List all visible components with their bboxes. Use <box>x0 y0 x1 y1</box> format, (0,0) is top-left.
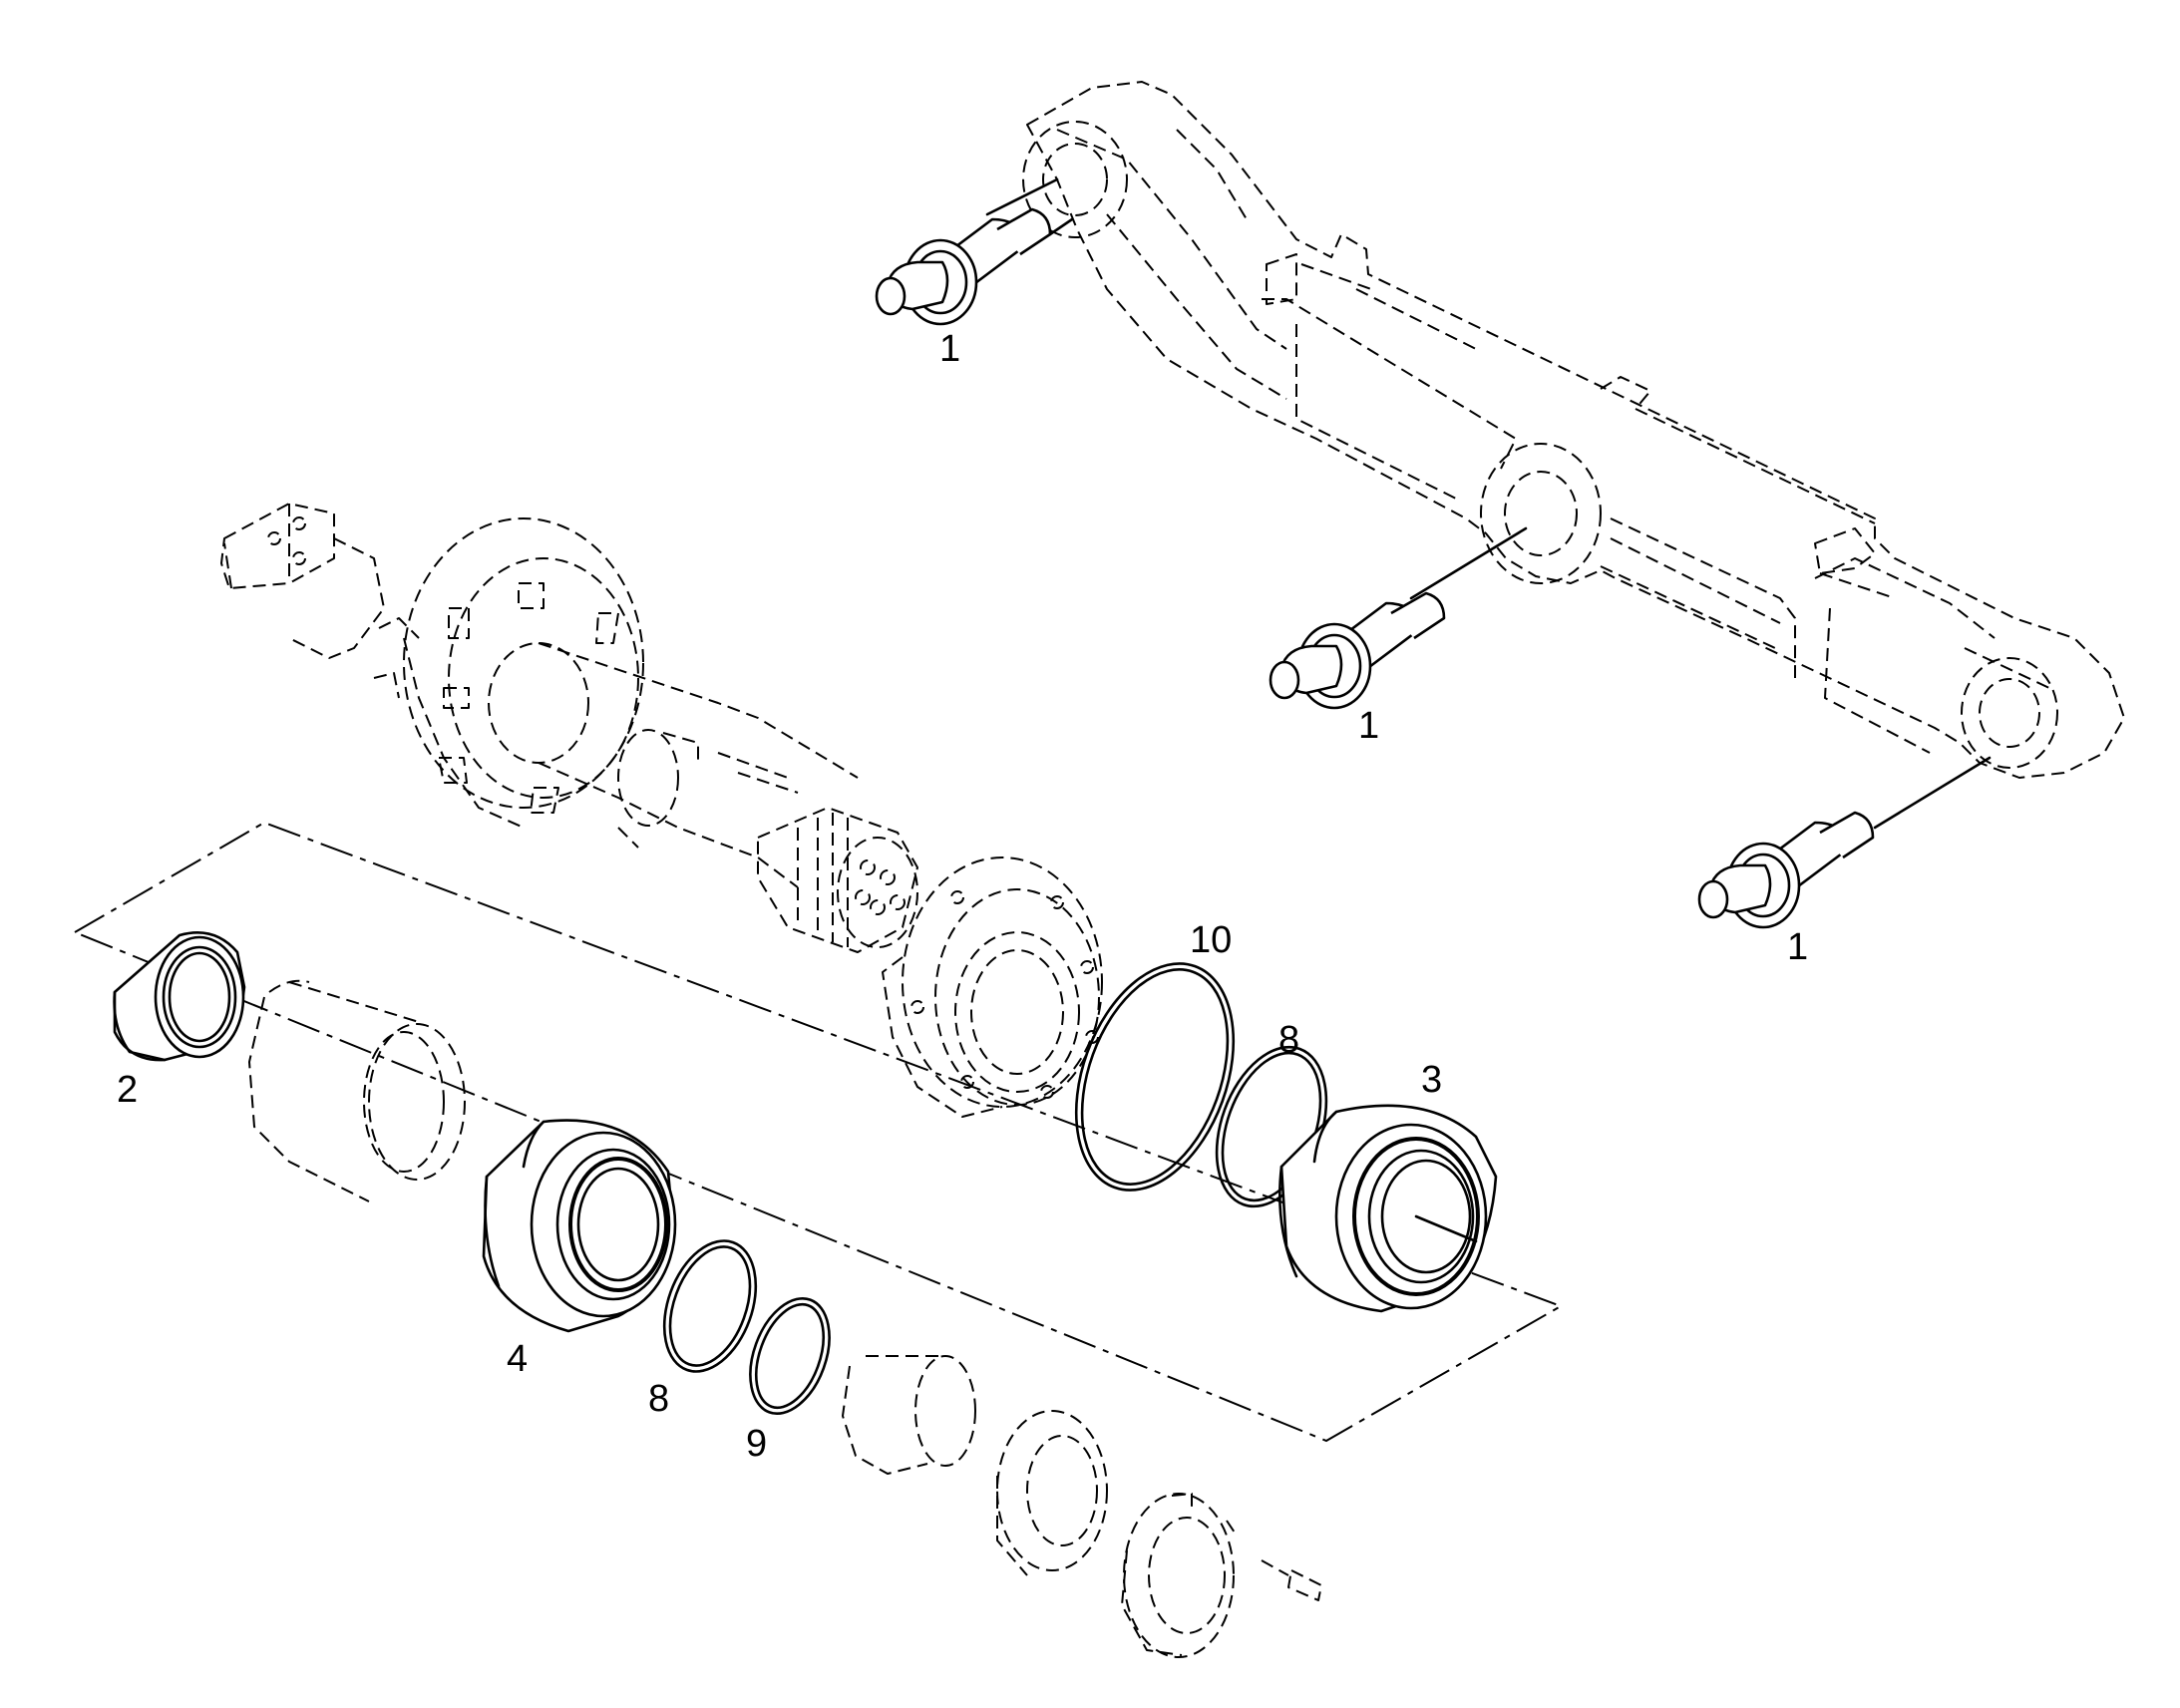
callout-1-bottom: 1 <box>1787 926 1808 968</box>
seal-ring-2 <box>113 931 246 1062</box>
callout-9: 9 <box>746 1423 767 1465</box>
bushing-bottom <box>1697 811 1875 929</box>
bushing-top <box>875 207 1074 326</box>
assembly-boundary-line <box>74 821 1564 1443</box>
thrust-washer-outline <box>996 1410 1108 1576</box>
bearing-3 <box>1278 1104 1498 1313</box>
leader-middle <box>1409 526 1528 600</box>
callout-4: 4 <box>507 1338 528 1380</box>
callout-1-middle: 1 <box>1358 705 1379 747</box>
spindle-assembly-outline <box>220 503 918 953</box>
o-ring-9-inner <box>754 1302 826 1410</box>
set-screw-outline <box>1261 1559 1322 1601</box>
callout-8-upper: 8 <box>1278 1019 1299 1061</box>
carrier-plate-outline <box>882 856 1103 1118</box>
spacer-outline <box>842 1355 976 1475</box>
lock-nut-outline <box>1121 1493 1238 1658</box>
sleeve-outline <box>248 979 466 1202</box>
leader-bottom <box>1873 756 1992 830</box>
bearing-4 <box>482 1119 677 1333</box>
callout-10: 10 <box>1190 919 1232 961</box>
o-ring-9 <box>749 1296 831 1416</box>
callout-2: 2 <box>117 1069 138 1111</box>
o-ring-8-lower <box>662 1239 758 1373</box>
axle-beam-outline <box>1022 81 2125 779</box>
callout-8-lower: 8 <box>648 1378 669 1420</box>
o-ring-8-lower-inner <box>668 1245 752 1367</box>
o-ring-10 <box>1074 962 1236 1192</box>
callout-1-top: 1 <box>939 328 960 370</box>
bushing-middle <box>1269 591 1446 710</box>
o-ring-10-inner <box>1080 968 1230 1186</box>
leader-top <box>985 177 1059 216</box>
callout-3: 3 <box>1421 1059 1442 1101</box>
